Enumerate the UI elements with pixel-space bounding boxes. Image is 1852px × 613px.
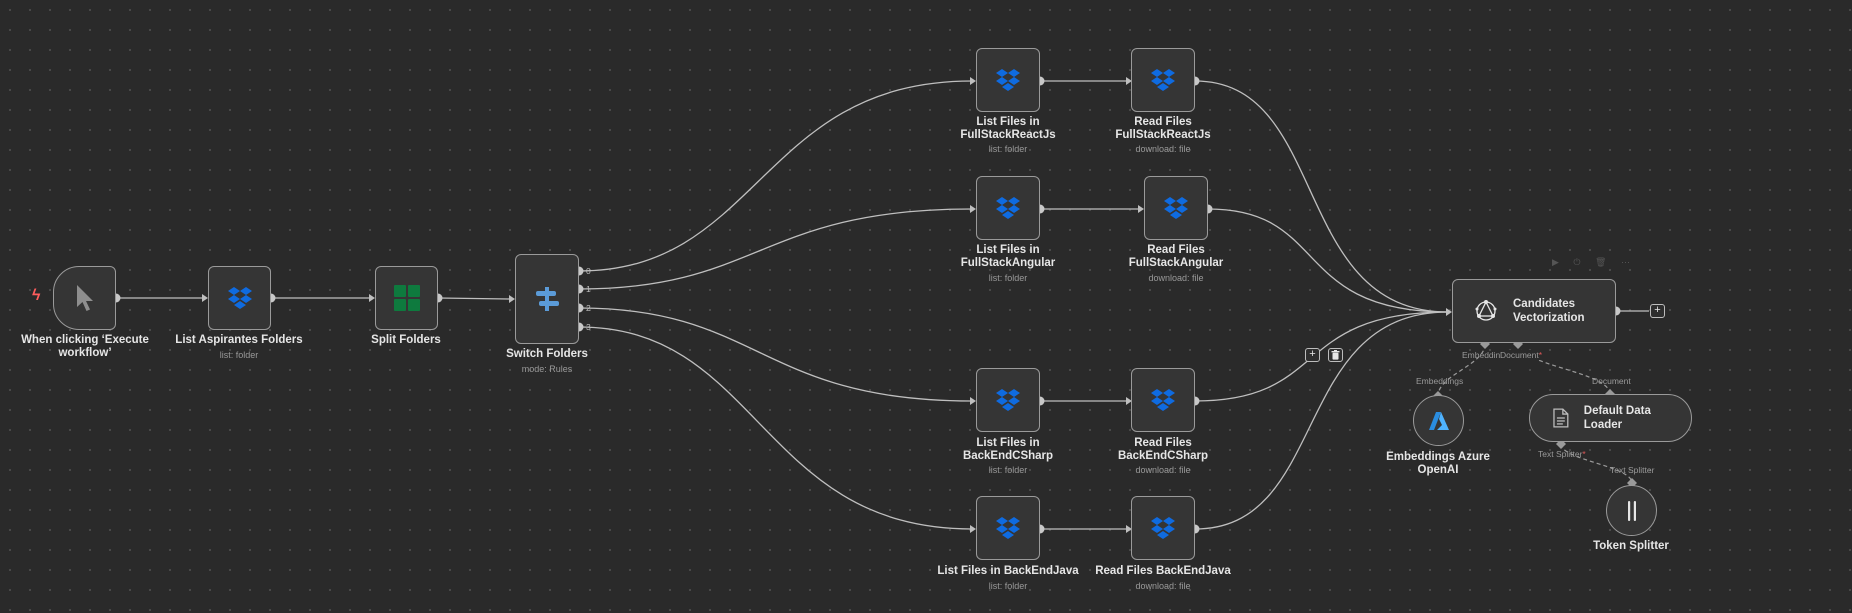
cursor-icon [76, 285, 93, 311]
vectorization-document-required-mark: * [1538, 350, 1543, 360]
read-react-subtitle: download: file [1135, 144, 1191, 154]
list-java-node[interactable] [976, 496, 1040, 560]
switch-output-2: 2 [586, 303, 591, 313]
default-data-loader-node[interactable]: Default Data Loader [1529, 394, 1692, 442]
add-output-button[interactable]: + [1650, 304, 1665, 318]
vectorization-embedding-port-label: Embedding [1462, 350, 1506, 360]
list-csharp-subtitle: list: folder [988, 465, 1028, 475]
vectorization-title: Candidates Vectorization [1513, 298, 1585, 324]
list-aspirantes-node[interactable] [208, 266, 271, 330]
list-aspirantes-title: List Aspirantes Folders [175, 334, 303, 346]
embeddings-azure-node[interactable] [1413, 395, 1464, 446]
list-csharp-node[interactable] [976, 368, 1040, 432]
splitter-icon [1627, 500, 1636, 521]
list-angular-title: List Files in FullStackAngular [960, 244, 1056, 269]
switch-folders-title: Switch Folders [506, 348, 588, 360]
document-icon [1553, 408, 1569, 428]
token-splitter-node[interactable] [1606, 485, 1657, 536]
list-csharp-title: List Files in BackEndCSharp [962, 437, 1054, 462]
switch-output-0: 0 [586, 266, 591, 276]
trigger-bolt-icon: ϟ [32, 287, 41, 304]
switch-output-1: 1 [586, 284, 591, 294]
read-angular-subtitle: download: file [1148, 273, 1204, 283]
embeddings-title: Embeddings Azure OpenAI [1386, 451, 1490, 476]
list-angular-node[interactable] [976, 176, 1040, 240]
read-angular-node[interactable] [1144, 176, 1208, 240]
list-react-subtitle: list: folder [988, 144, 1028, 154]
node-toolbar: ▶ ⏻ 🗑 ⋯ [1552, 257, 1636, 267]
read-java-node[interactable] [1131, 496, 1195, 560]
list-aspirantes-subtitle: list: folder [219, 350, 259, 360]
split-folders-title: Split Folders [371, 334, 441, 346]
data-loader-required-mark: * [1582, 449, 1586, 459]
read-java-title: Read Files BackEndJava [1095, 565, 1231, 577]
add-node-button[interactable]: + [1305, 348, 1320, 362]
data-loader-title: Default Data Loader [1583, 405, 1651, 431]
data-loader-out-port: Text Splitter* [1538, 449, 1586, 459]
dropbox-icon [227, 287, 252, 309]
token-splitter-title: Token Splitter [1593, 540, 1669, 552]
switch-folders-node[interactable] [515, 254, 579, 344]
dropbox-icon [1151, 517, 1175, 539]
dropbox-icon [1151, 389, 1175, 411]
list-java-subtitle: list: folder [988, 581, 1028, 591]
list-angular-subtitle: list: folder [988, 273, 1028, 283]
list-react-title: List Files in FullStackReactJs [960, 116, 1056, 141]
delete-connection-button[interactable] [1328, 348, 1343, 362]
read-csharp-subtitle: download: file [1135, 465, 1191, 475]
dropbox-icon [996, 197, 1020, 219]
dropbox-icon [1151, 69, 1175, 91]
dropbox-icon [996, 389, 1020, 411]
data-loader-out-port-label: Text Splitter [1538, 449, 1583, 459]
switch-icon [536, 287, 559, 311]
token-splitter-port-label: Text Splitter [1610, 465, 1655, 475]
switch-folders-subtitle: mode: Rules [521, 364, 573, 374]
split-grid-icon [393, 285, 420, 311]
azure-icon [1428, 411, 1449, 430]
trigger-title: When clicking ‘Execute workflow’ [21, 334, 149, 359]
read-react-title: Read Files FullStackReactJs [1115, 116, 1211, 141]
vector-store-icon [1475, 300, 1497, 321]
vectorization-document-port-label: Document [1500, 350, 1539, 360]
manual-trigger-node[interactable] [53, 266, 116, 330]
embeddings-port-label: Embeddings [1416, 376, 1464, 386]
data-loader-in-port-label: Document [1592, 376, 1631, 386]
vectorization-node[interactable]: Candidates Vectorization [1452, 279, 1616, 343]
dropbox-icon [1164, 197, 1188, 219]
read-java-subtitle: download: file [1135, 581, 1191, 591]
read-csharp-node[interactable] [1131, 368, 1195, 432]
vectorization-document-port: Document* [1500, 350, 1543, 360]
list-react-node[interactable] [976, 48, 1040, 112]
split-folders-node[interactable] [375, 266, 438, 330]
dropbox-icon [996, 69, 1020, 91]
trash-icon [1331, 350, 1340, 360]
switch-output-3: 3 [586, 322, 591, 332]
list-java-title: List Files in BackEndJava [937, 565, 1079, 577]
read-csharp-title: Read Files BackEndCSharp [1117, 437, 1209, 462]
read-angular-title: Read Files FullStackAngular [1128, 244, 1224, 269]
dropbox-icon [996, 517, 1020, 539]
read-react-node[interactable] [1131, 48, 1195, 112]
